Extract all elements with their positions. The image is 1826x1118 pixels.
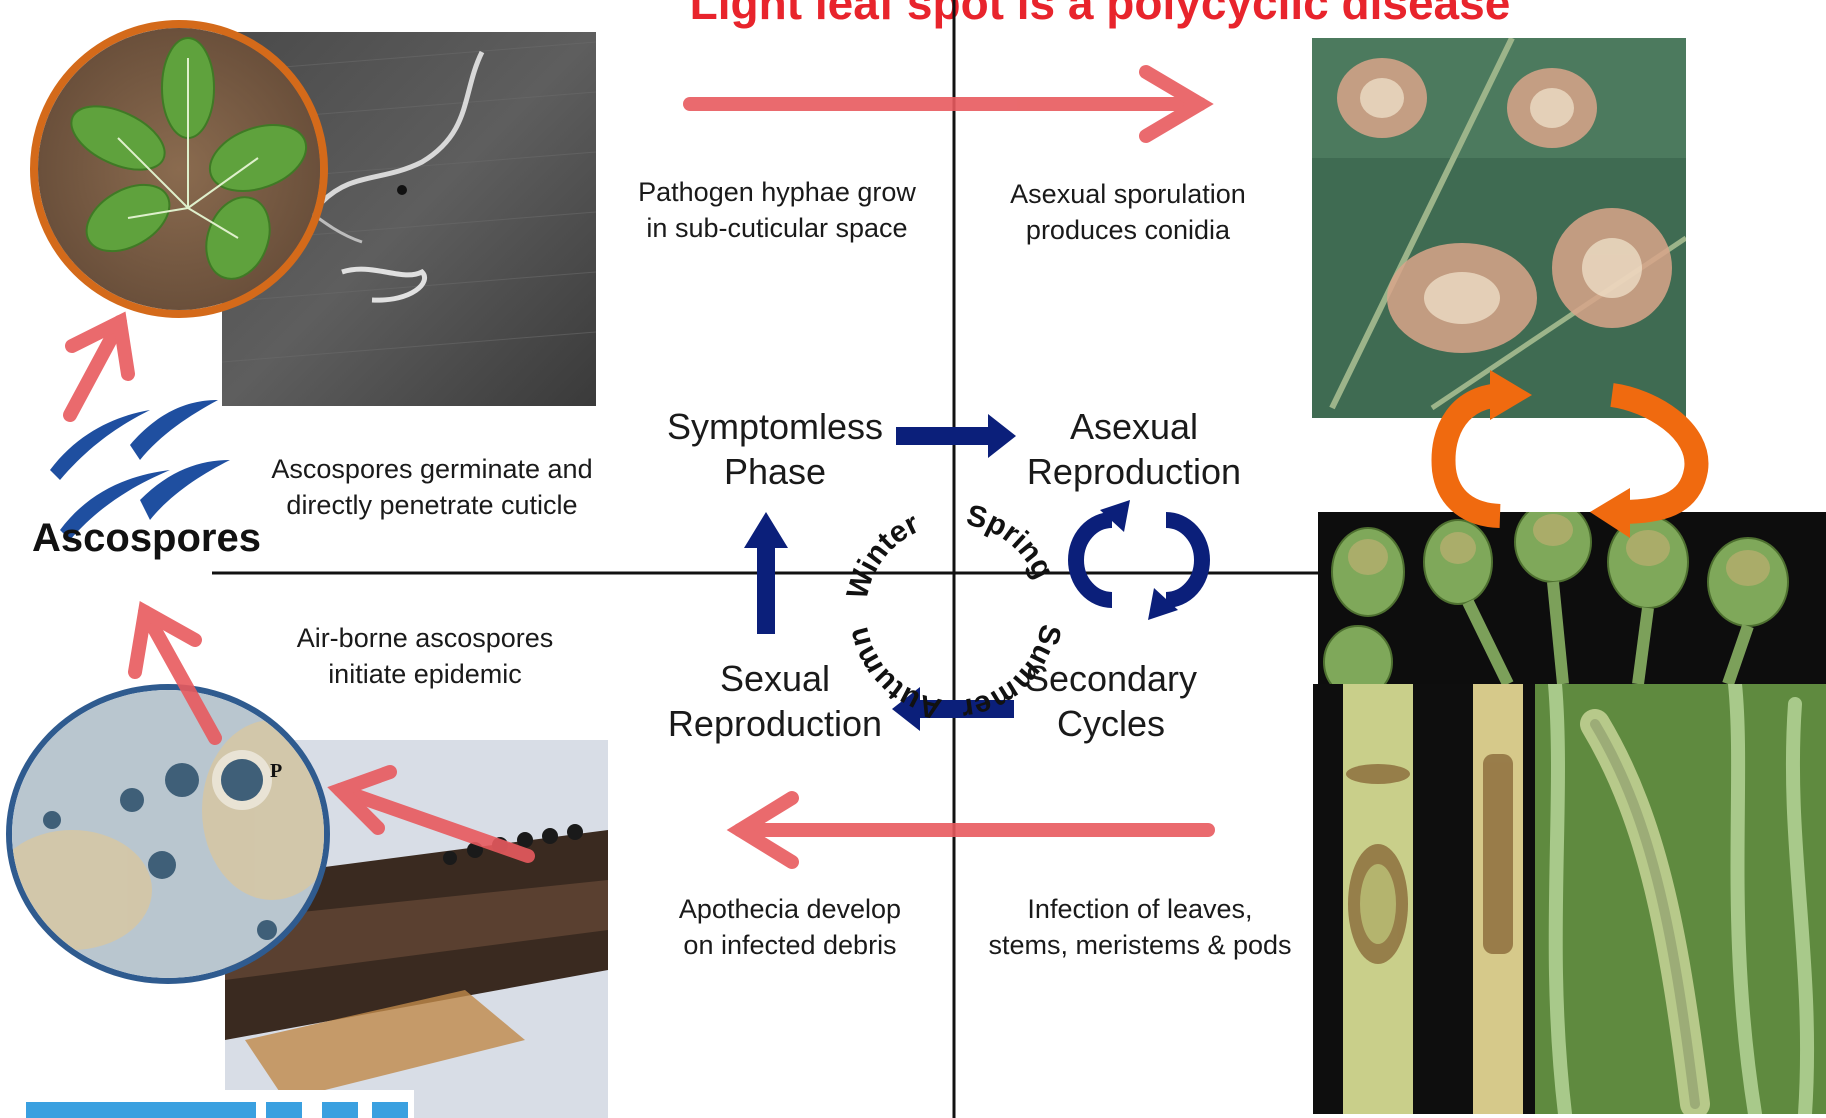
svg-text:Winter: Winter [841, 507, 925, 603]
season-winter: Winter [841, 507, 925, 603]
svg-text:Spring: Spring [963, 499, 1060, 584]
arrow-navy-up [744, 512, 788, 634]
season-autumn: Autumn [841, 624, 944, 725]
arrow-navy-right [896, 414, 1016, 458]
cycle-arrow-right [1166, 520, 1202, 600]
season-spring: Spring [963, 499, 1060, 584]
svg-text:Autumn: Autumn [841, 624, 944, 725]
cycle-arrow-left [1076, 520, 1112, 600]
